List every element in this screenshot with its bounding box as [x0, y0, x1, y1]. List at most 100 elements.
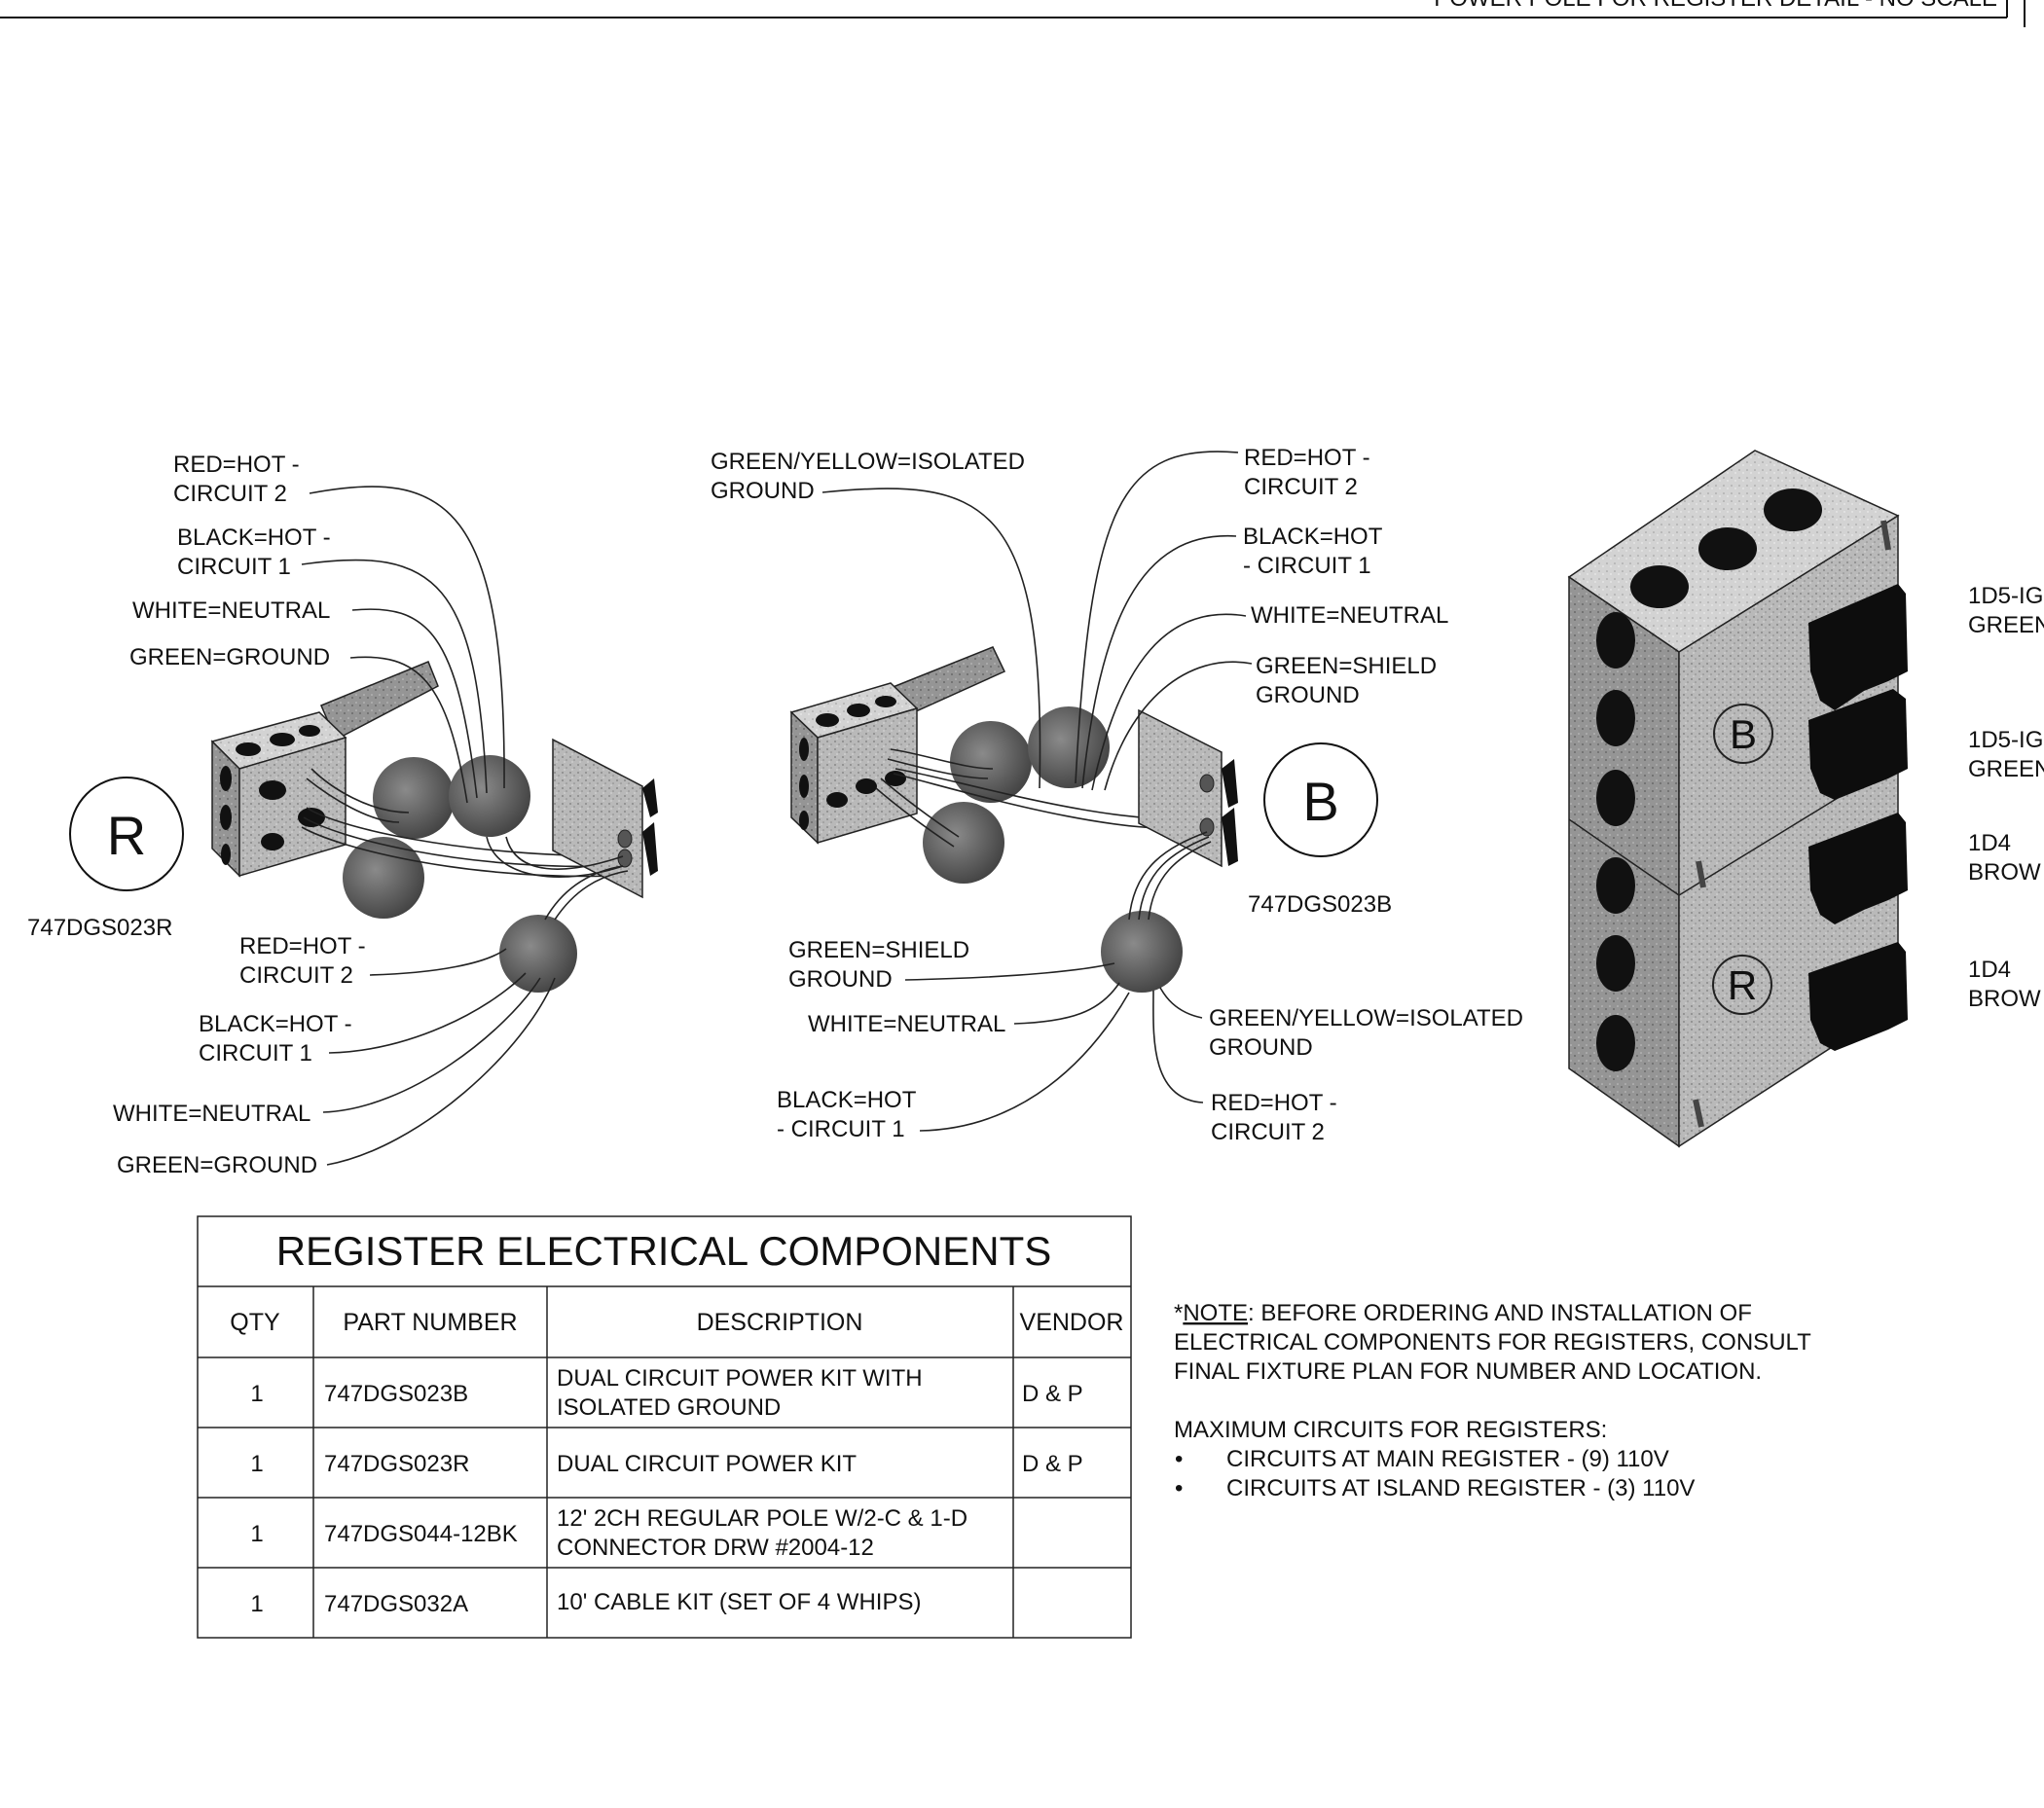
kit-b-label-ground-lower: GROUND: [788, 966, 893, 993]
kit-r-label-circuit-2-lower: CIRCUIT 2: [239, 962, 353, 989]
receptacle: [1808, 689, 1908, 800]
table-header-description: DESCRIPTION: [697, 1309, 863, 1336]
kit-r-label-circuit-1-lower: CIRCUIT 1: [199, 1040, 312, 1067]
kit-r-wire-bundle: [343, 837, 424, 919]
kit-b-wire-bundle: [950, 721, 1032, 803]
kit-r-label-red-hot-lower: RED=HOT -: [239, 933, 366, 959]
max-circuits-heading: MAXIMUM CIRCUITS FOR REGISTERS:: [1174, 1417, 1607, 1443]
kit-b-label-shield-ground: GROUND: [1256, 682, 1360, 708]
receptacle-label: 1D4: [1968, 957, 2011, 983]
kit-r-conduit: [320, 661, 439, 741]
note-line-2: ELECTRICAL COMPONENTS FOR REGISTERS, CON…: [1174, 1329, 1811, 1356]
kit-r-junction-box: [210, 711, 347, 878]
pole-symbol-b-circle: [1713, 704, 1773, 764]
max-circuits-main: CIRCUITS AT MAIN REGISTER - (9) 110V: [1226, 1446, 1669, 1472]
sheet-header-text: POWER POLE FOR REGISTER DETAIL - NO SCAL…: [1434, 0, 1997, 12]
bullet-glyph: •: [1175, 1446, 1183, 1472]
pole-symbol-b: B: [1730, 711, 1757, 757]
kit-r-symbol-circle: [69, 777, 184, 891]
kit-r-part-number: 747DGS023R: [27, 915, 172, 941]
table-cell-desc: 10' CABLE KIT (SET OF 4 WHIPS): [557, 1589, 921, 1615]
kit-r-label-white-neutral-lower: WHITE=NEUTRAL: [113, 1101, 310, 1127]
pole-section-divider: [1568, 760, 1899, 896]
kit-b-label-black-hot-lower: BLACK=HOT: [777, 1087, 917, 1113]
components-table: [197, 1215, 1132, 1639]
kit-r-label-red-hot: RED=HOT -: [173, 452, 300, 478]
table-cell-part: 747DGS023R: [324, 1451, 469, 1477]
table-header-qty: QTY: [230, 1309, 280, 1336]
receptacle: [1808, 813, 1908, 924]
receptacle-label: 1D5-IG: [1968, 583, 2043, 609]
max-circuits-island: CIRCUITS AT ISLAND REGISTER - (3) 110V: [1226, 1475, 1695, 1501]
kit-b-label-circuit-2-lower: CIRCUIT 2: [1211, 1119, 1325, 1145]
receptacle-label: GREEN: [1968, 612, 2044, 638]
note-line-1-text: : BEFORE ORDERING AND INSTALLATION OF: [1248, 1300, 1752, 1326]
table-cell-desc: 12' 2CH REGULAR POLE W/2-C & 1-D: [557, 1505, 967, 1532]
kit-b-label-white-neutral-lower: WHITE=NEUTRAL: [808, 1011, 1005, 1037]
table-header-vendor: VENDOR: [1020, 1309, 1124, 1336]
kit-b-label-green-shield-lower: GREEN=SHIELD: [788, 937, 969, 963]
receptacle-label: 1D4: [1968, 830, 2011, 856]
kit-b-label-red-hot-lower: RED=HOT -: [1211, 1090, 1337, 1116]
receptacle-label: GREEN: [1968, 756, 2044, 782]
table-cell-desc: CONNECTOR DRW #2004-12: [557, 1535, 874, 1561]
table-header-part-number: PART NUMBER: [343, 1309, 517, 1336]
bullet-glyph: •: [1175, 1475, 1183, 1501]
pole-symbol-r-circle: [1712, 955, 1772, 1015]
kit-r-label-green-ground: GREEN=GROUND: [129, 644, 330, 670]
table-cell-part: 747DGS044-12BK: [324, 1521, 518, 1547]
kit-b-label-green-shield: GREEN=SHIELD: [1256, 653, 1437, 679]
kit-b-label-circuit-1: - CIRCUIT 1: [1243, 553, 1371, 579]
kit-b-label-circuit-2: CIRCUIT 2: [1244, 474, 1358, 500]
note-line-1: *NOTE: BEFORE ORDERING AND INSTALLATION …: [1174, 1300, 1752, 1326]
kit-r-label-circuit-2: CIRCUIT 2: [173, 481, 287, 507]
kit-b-label-green-yellow-isolated: GREEN/YELLOW=ISOLATED: [711, 449, 1025, 475]
kit-b-label-black-hot: BLACK=HOT: [1243, 524, 1383, 550]
receptacle-label: BROW: [1968, 986, 2041, 1012]
kit-b-part-number: 747DGS023B: [1248, 891, 1392, 918]
table-cell-qty: 1: [250, 1521, 263, 1547]
note-word: NOTE: [1183, 1300, 1248, 1326]
kit-r-wire-bundle: [373, 757, 455, 839]
kit-b-label-white-neutral: WHITE=NEUTRAL: [1251, 602, 1448, 629]
sheet-header: POWER POLE FOR REGISTER DETAIL - NO SCAL…: [0, 0, 2026, 27]
kit-b-assembly: B 747DGS023B: [711, 445, 1523, 1145]
kit-r-assembly: R 747DGS023R: [27, 452, 658, 1178]
table-cell-qty: 1: [250, 1381, 263, 1407]
kit-r-label-circuit-1: CIRCUIT 1: [177, 554, 291, 580]
kit-b-symbol-circle: [1263, 742, 1378, 857]
receptacle: [1808, 942, 1908, 1051]
table-cell-qty: 1: [250, 1591, 263, 1617]
kit-r-label-green-ground-lower: GREEN=GROUND: [117, 1152, 317, 1178]
kit-b-wire-bundle: [1101, 911, 1183, 993]
table-cell-part: 747DGS023B: [324, 1381, 468, 1407]
table-cell-desc: ISOLATED GROUND: [557, 1394, 781, 1421]
note-prefix: *: [1174, 1300, 1183, 1326]
kit-b-junction-box: [789, 682, 919, 845]
kit-r-label-black-hot-lower: BLACK=HOT -: [199, 1011, 352, 1037]
kit-b-wire-bundle: [923, 802, 1004, 884]
power-pole-assembly: B R 1D5-IG GREEN 1D5-IG GREEN 1D4 BROW 1…: [1567, 450, 2044, 1148]
kit-r-symbol: R: [107, 805, 146, 866]
table-title: REGISTER ELECTRICAL COMPONENTS: [276, 1228, 1052, 1274]
table-cell-qty: 1: [250, 1451, 263, 1477]
receptacle-label: 1D5-IG: [1968, 727, 2043, 753]
kit-r-wire-bundle: [499, 915, 577, 993]
note-line-3: FINAL FIXTURE PLAN FOR NUMBER AND LOCATI…: [1174, 1358, 1762, 1385]
kit-b-face-plate: [1138, 708, 1238, 868]
kit-r-wire-bundle: [449, 755, 530, 837]
pole-symbol-r: R: [1728, 962, 1757, 1008]
kit-r-label-white-neutral: WHITE=NEUTRAL: [132, 597, 330, 624]
kit-r-face-plate: [552, 738, 658, 899]
table-cell-desc: DUAL CIRCUIT POWER KIT WITH: [557, 1365, 923, 1392]
kit-b-label-isolated-ground-lower: GROUND: [1209, 1034, 1313, 1061]
receptacle: [1808, 584, 1908, 710]
components-table-text: REGISTER ELECTRICAL COMPONENTS QTY PART …: [230, 1228, 1123, 1617]
kit-b-label-circuit-1-lower: - CIRCUIT 1: [777, 1116, 905, 1142]
kit-b-label-ground: GROUND: [711, 478, 815, 504]
table-cell-vendor: D & P: [1022, 1381, 1083, 1407]
kit-r-label-black-hot: BLACK=HOT -: [177, 524, 331, 551]
receptacle-label: BROW: [1968, 859, 2041, 886]
table-cell-vendor: D & P: [1022, 1451, 1083, 1477]
